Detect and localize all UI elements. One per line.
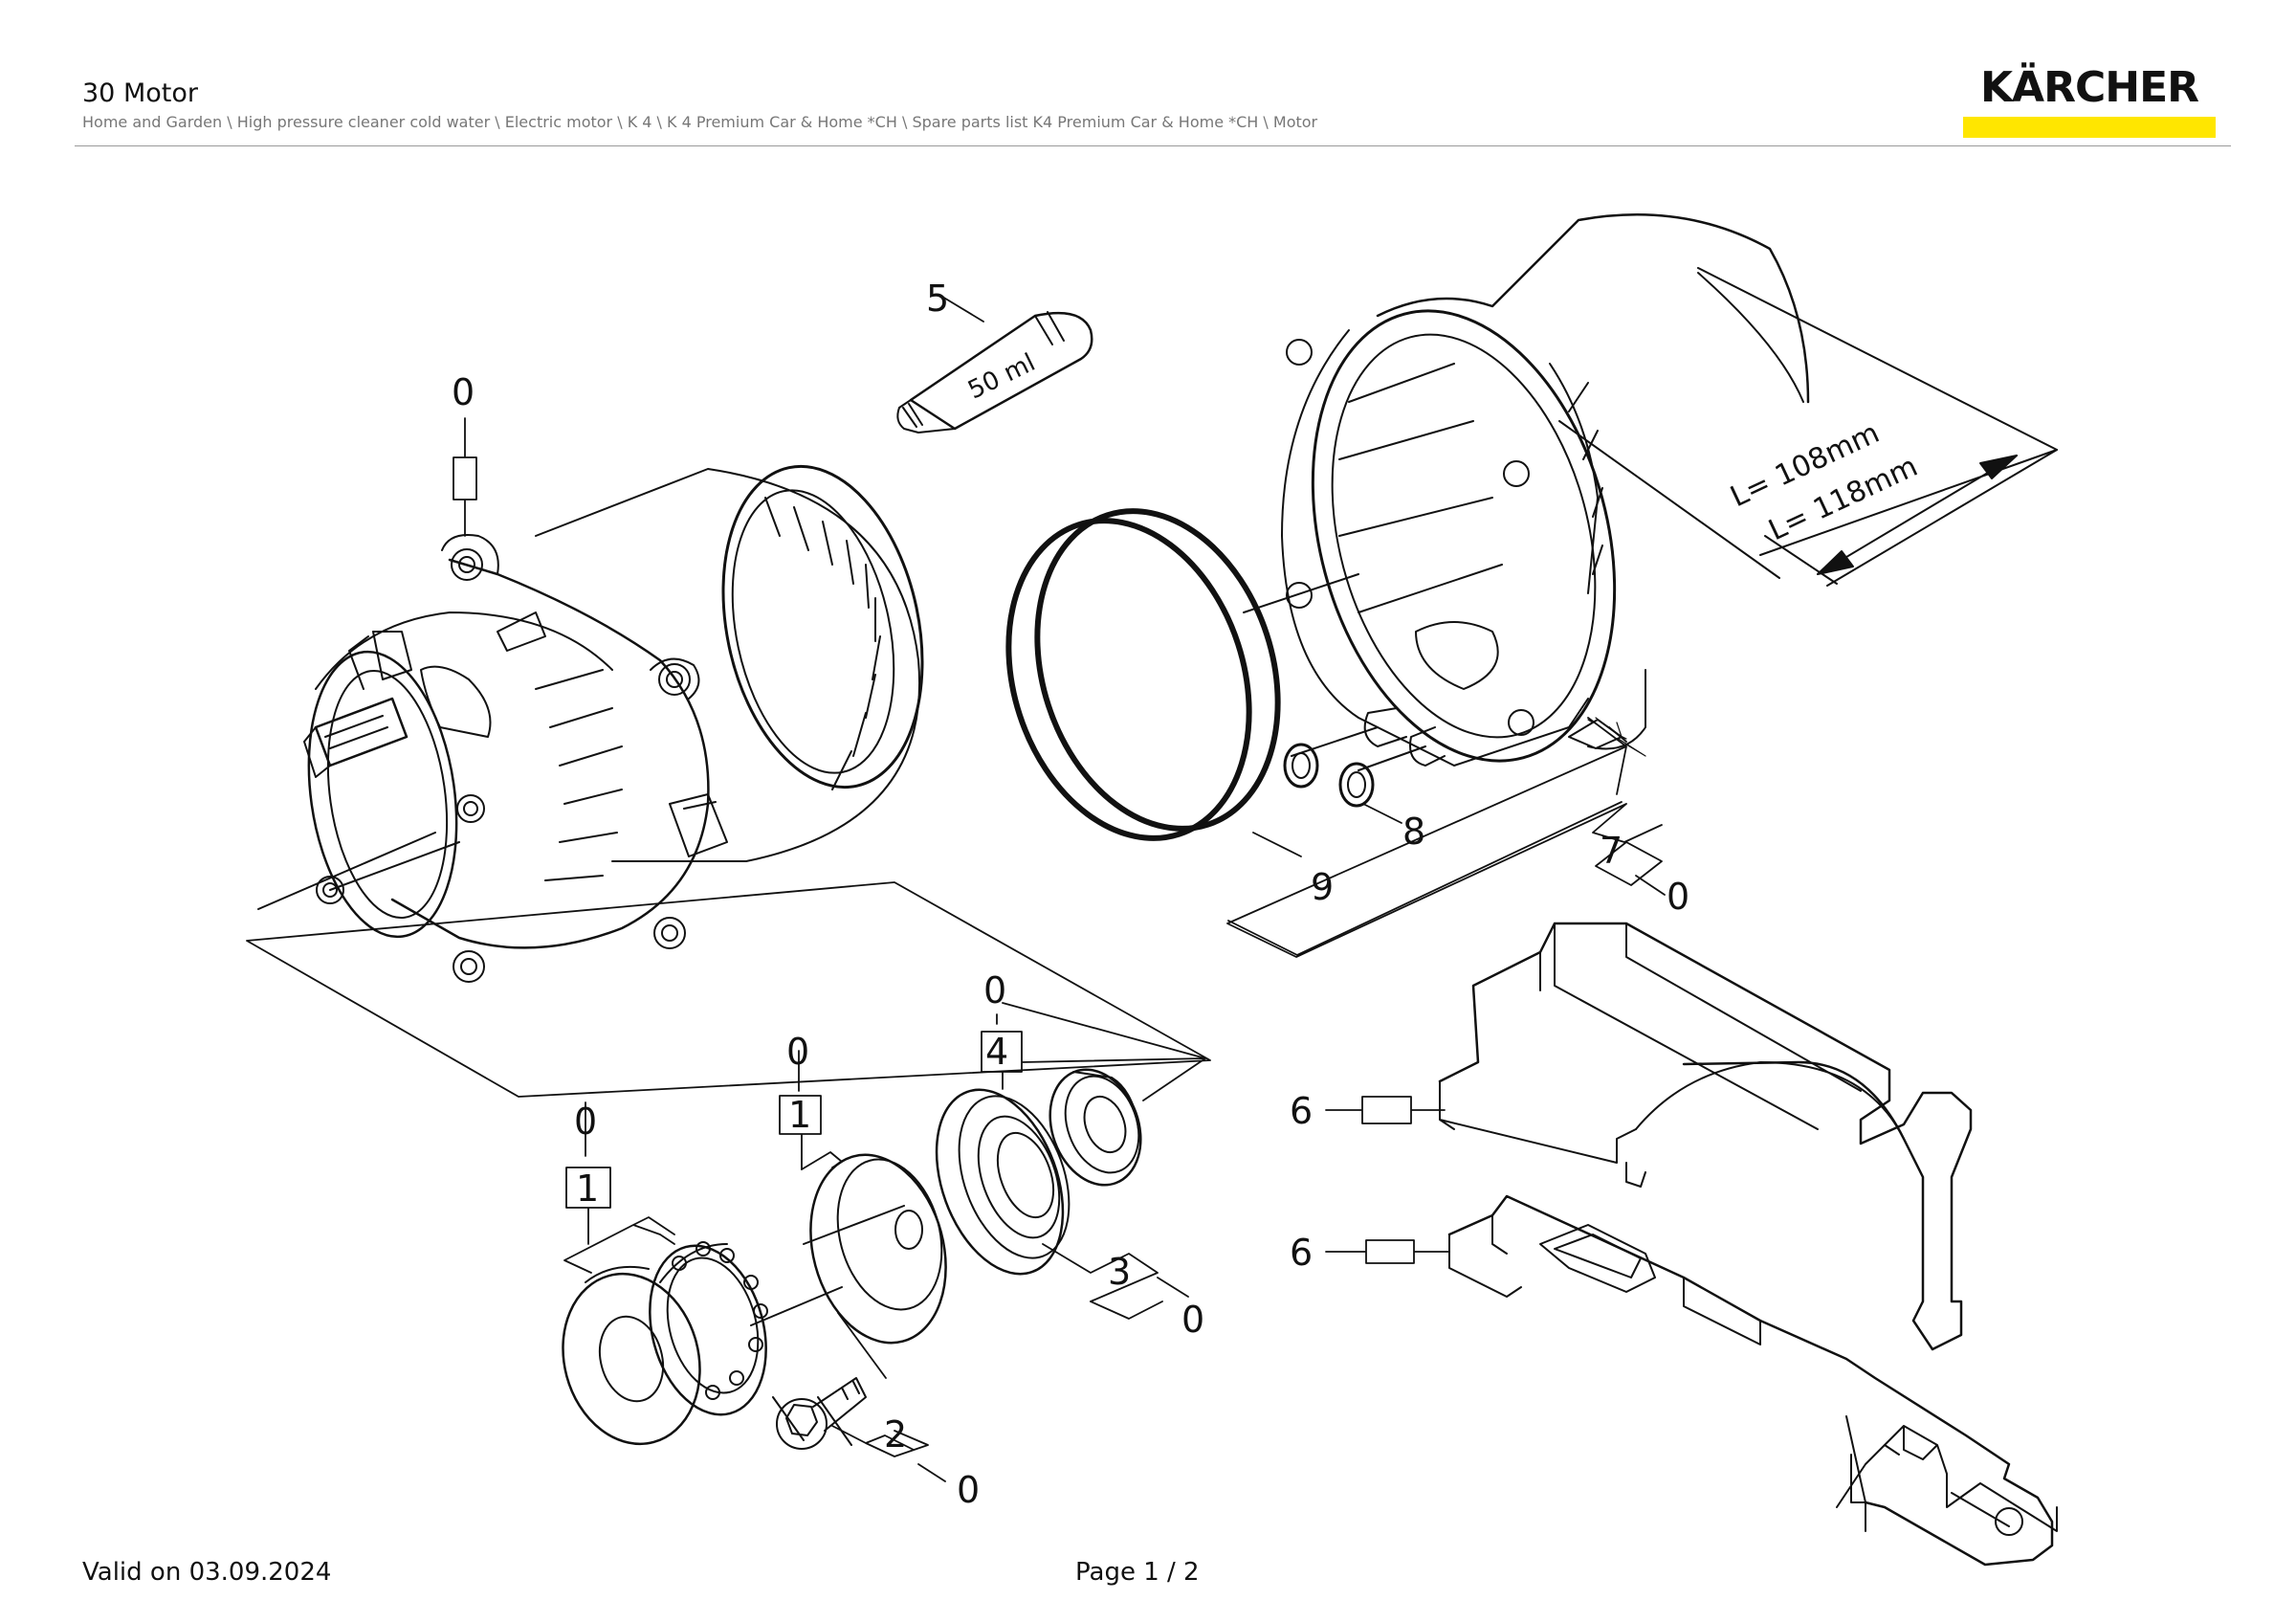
washer-callout [563,1101,675,1274]
bearing-cap [750,1153,947,1345]
clamp-partial [1836,1425,2058,1532]
screw-callout [831,1425,946,1482]
tube-item-label: 5 [926,278,949,320]
logo-wordmark: KÄRCHER [1979,63,2199,112]
ball-bearing-large [935,1088,1071,1276]
motor-callout [246,417,1211,1098]
clamp-upper-half [1438,922,1973,1351]
motor-housing [1243,213,2058,771]
cap-qty-label: 0 [786,1031,809,1073]
housing-callout [1226,717,1666,958]
bearing-small-qty-label: 0 [1181,1299,1204,1341]
bearing-qty-label: 0 [983,969,1006,1012]
cap-item-label: 1 [788,1094,811,1136]
valid-date: Valid on 03.09.2024 [82,1558,332,1587]
clamp-lower-item-label: 6 [1290,1232,1313,1274]
washer-item-label: 1 [576,1167,599,1210]
header-divider [75,145,2231,146]
bearing-large-callout [1042,1243,1189,1320]
flange-screw [772,1312,887,1450]
clamp-lower-half [1447,1194,2054,1567]
page-number: Page 1 / 2 [1075,1558,1200,1587]
motor-qty-label: 0 [452,371,475,413]
breadcrumb: Home and Garden \ High pressure cleaner … [82,113,1318,131]
screw-item-label: 2 [884,1413,907,1456]
screw-qty-label: 0 [957,1469,980,1511]
page-title: 30 Motor [82,78,198,108]
washer-qty-label: 0 [574,1101,597,1143]
clamp-upper-item-label: 6 [1290,1090,1313,1132]
clamp-callouts [1325,1096,1450,1264]
seal-ring-item-label: 9 [1311,866,1334,908]
bearings-bracket [1002,1002,1206,1059]
housing-item-label: 7 [1600,830,1623,872]
housing-qty-label: 0 [1667,876,1689,918]
bearing-small-item-label: 3 [1108,1251,1131,1293]
sealing-rings [1005,508,1302,857]
ball-bearing-small [1049,1068,1142,1187]
karcher-logo: KÄRCHER [1963,61,2216,138]
bearing-small-callout [981,1013,1206,1101]
o-ring-item-label: 8 [1402,811,1425,853]
grease-tube [896,296,1093,434]
logo-yellow-bar [1963,117,2216,138]
bearing-item-label: 4 [985,1031,1008,1073]
o-rings [1283,743,1402,824]
washer-thrust-bearing [562,1241,768,1446]
cap-callout [779,1050,843,1170]
electric-motor [257,464,924,983]
